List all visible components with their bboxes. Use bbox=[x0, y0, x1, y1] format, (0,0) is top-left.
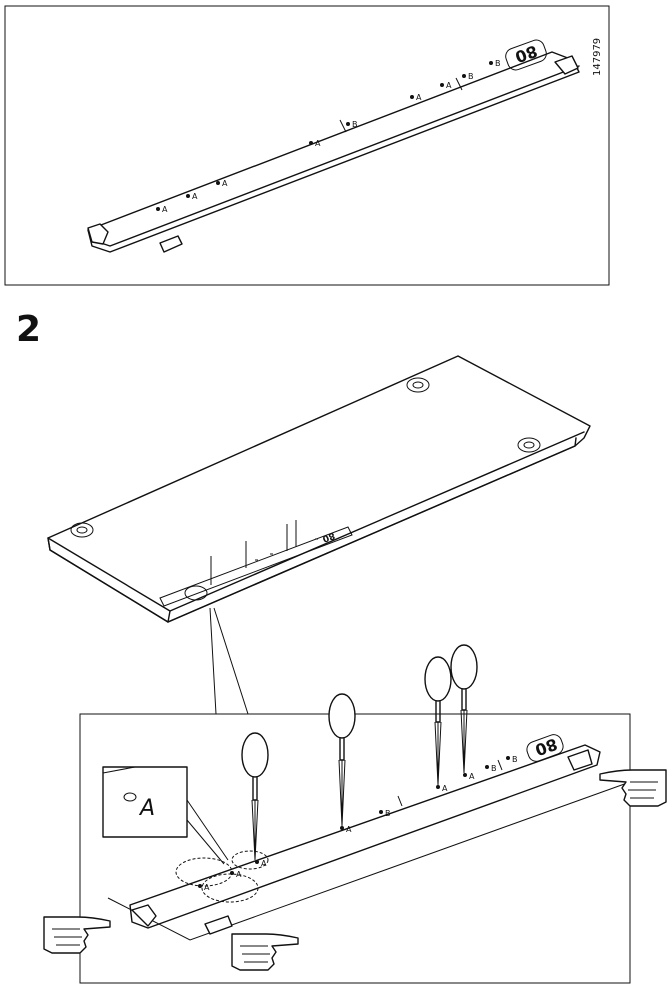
detail-label-a6: A bbox=[469, 772, 475, 781]
step-number: 2 bbox=[16, 309, 42, 350]
detail-dashed-circle-3 bbox=[231, 850, 269, 870]
strip-label-a5: A bbox=[416, 93, 422, 102]
hand-pointing-icon bbox=[231, 933, 299, 971]
small-awls bbox=[210, 520, 297, 585]
callout-lines bbox=[209, 607, 249, 715]
strip-clip-left-2 bbox=[159, 235, 183, 253]
detail-label-a1: A bbox=[261, 859, 267, 868]
size-badge-detail bbox=[526, 734, 564, 762]
strip-label-b3: B bbox=[495, 59, 501, 68]
hand-pointing-icon bbox=[43, 916, 111, 954]
shelf-board: 80 bbox=[47, 355, 591, 715]
inset-letter: A bbox=[138, 796, 155, 821]
board-hole-1 bbox=[70, 522, 94, 538]
strip-label-a3: A bbox=[222, 179, 228, 188]
strip-label-a6: A bbox=[446, 81, 452, 90]
size-label-board: 80 bbox=[321, 530, 336, 544]
strip-label-b1: B bbox=[352, 120, 358, 129]
awl-icon bbox=[241, 732, 269, 861]
detail-strip bbox=[129, 744, 601, 929]
board-hole-4 bbox=[184, 585, 208, 601]
detail-label-a4: A bbox=[346, 825, 352, 834]
board-hole-3 bbox=[517, 437, 541, 453]
detail-label-b1: B bbox=[385, 809, 391, 818]
hand-pointing-icon bbox=[599, 769, 667, 807]
detail-label-a5: A bbox=[442, 784, 448, 793]
detail-view: A A A A A A B B B 80 A bbox=[43, 644, 667, 984]
board-hole-2 bbox=[406, 377, 430, 393]
placed-strip bbox=[159, 526, 353, 607]
detail-dashed-circle-2 bbox=[201, 873, 259, 903]
document-code: 147979 bbox=[592, 37, 603, 76]
detail-clip-right bbox=[567, 749, 593, 771]
strip-clip-right bbox=[554, 55, 579, 75]
inset-callout-lines bbox=[186, 799, 229, 865]
strip-label-b2: B bbox=[468, 72, 474, 81]
awl-icon bbox=[424, 656, 452, 786]
detail-clip-left-2 bbox=[204, 915, 233, 935]
size-badge-overview bbox=[505, 39, 547, 71]
template-strip-overview: A A A A A A B B B 80 bbox=[87, 39, 580, 253]
strip-label-a2: A bbox=[192, 192, 198, 201]
inset-zoom-box bbox=[102, 766, 188, 838]
detail-clip-left bbox=[131, 904, 157, 927]
awl-icon bbox=[450, 644, 478, 774]
strip-label-a4: A bbox=[315, 139, 321, 148]
strip-label-a1: A bbox=[162, 205, 168, 214]
strip-hole-markers bbox=[156, 61, 493, 211]
overview-panel-frame bbox=[4, 5, 610, 286]
detail-label-a2: A bbox=[236, 870, 242, 879]
detail-label-a3: A bbox=[204, 883, 210, 892]
detail-label-b3: B bbox=[512, 755, 518, 764]
awl-icon bbox=[328, 693, 356, 827]
detail-label-b2: B bbox=[491, 764, 497, 773]
strip-clip-left bbox=[87, 223, 109, 245]
